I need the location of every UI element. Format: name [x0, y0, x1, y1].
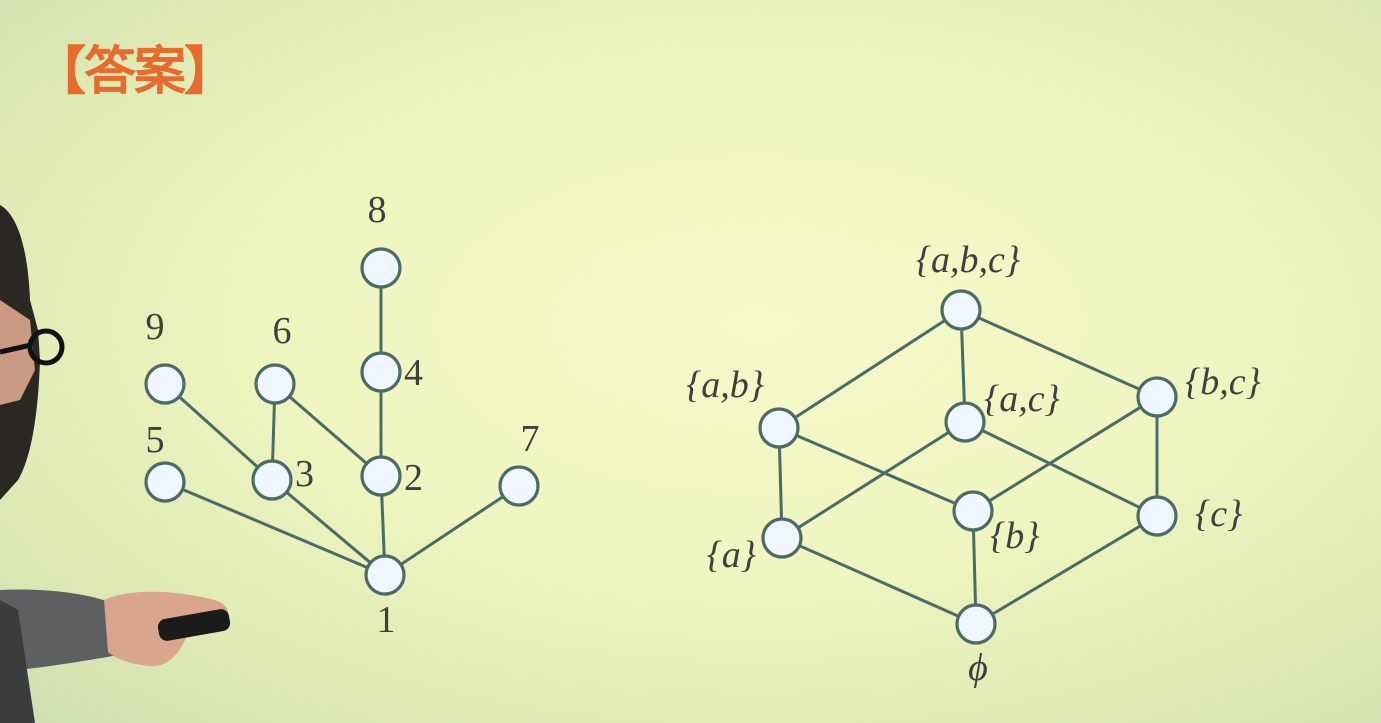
divisor-lattice-node-7: [498, 465, 540, 507]
divisor-lattice-node-8: [360, 247, 402, 289]
powerset-lattice-label-abc: {a,b,c}: [916, 239, 1020, 281]
divisor-lattice-node-2: [360, 455, 402, 497]
powerset-lattice-label-phi: ϕ: [968, 647, 988, 689]
divisor-lattice-label-4: 4: [404, 352, 423, 394]
divisor-lattice-label-9: 9: [146, 306, 165, 348]
powerset-lattice-edge-phi-a: [781, 536, 977, 626]
divisor-lattice-label-7: 7: [521, 418, 540, 460]
powerset-lattice-edge-b-ab: [778, 426, 974, 513]
powerset-lattice-label-ac: {a,c}: [984, 378, 1060, 420]
divisor-lattice-node-1: [364, 554, 406, 596]
powerset-lattice-label-bc: {b,c}: [1185, 361, 1261, 403]
divisor-lattice-edge-1-3: [271, 478, 386, 577]
powerset-lattice-edge-a-ac: [781, 420, 966, 540]
divisor-lattice-label-8: 8: [368, 189, 387, 231]
divisor-lattice-label-1: 1: [377, 599, 396, 641]
powerset-lattice-node-a: [761, 517, 803, 559]
powerset-lattice-edge-b-bc: [972, 395, 1158, 513]
powerset-lattice-node-phi: [955, 603, 997, 645]
powerset-lattice-node-abc: [940, 289, 982, 331]
divisor-lattice-edge-2-6: [274, 382, 382, 478]
divisor-lattice-edge-3-9: [163, 382, 274, 482]
divisor-lattice-node-4: [360, 351, 402, 393]
powerset-lattice-edge-bc-abc: [960, 308, 1158, 399]
divisor-lattice-edge-1-7: [384, 484, 520, 577]
powerset-lattice-label-ab: {a,b}: [686, 364, 764, 406]
answer-title: 【答案】: [34, 42, 236, 102]
labels-layer: 1 2 3 4 5 6 7 8 9 ϕ {a} {b} {c} {a,b} {a,c} {b,c} {a,b,c…: [146, 189, 1261, 689]
powerset-lattice-label-b: {b}: [990, 515, 1039, 557]
divisor-lattice-label-3: 3: [295, 453, 314, 495]
powerset-lattice-node-ac: [944, 401, 986, 443]
powerset-lattice-node-b: [952, 490, 994, 532]
divisor-lattice-node-5: [144, 461, 186, 503]
divisor-lattice-label-5: 5: [146, 419, 165, 461]
divisor-lattice-edge-1-5: [164, 480, 386, 577]
powerset-lattice-edge-ab-abc: [778, 308, 962, 430]
divisor-lattice-label-2: 2: [404, 457, 423, 499]
nodes-layer: [144, 247, 1178, 645]
divisor-lattice-node-9: [144, 363, 186, 405]
powerset-lattice-node-c: [1136, 495, 1178, 537]
powerset-lattice-node-ab: [758, 407, 800, 449]
divisor-lattice-label-6: 6: [273, 310, 292, 352]
powerset-lattice-label-c: {c}: [1195, 493, 1242, 535]
divisor-lattice-node-3: [251, 459, 293, 501]
powerset-lattice-edge-c-ac: [964, 420, 1158, 518]
powerset-lattice-label-a: {a}: [707, 534, 756, 576]
powerset-lattice-node-bc: [1136, 376, 1178, 418]
divisor-lattice-node-6: [254, 363, 296, 405]
powerset-lattice-edge-phi-c: [975, 514, 1158, 626]
